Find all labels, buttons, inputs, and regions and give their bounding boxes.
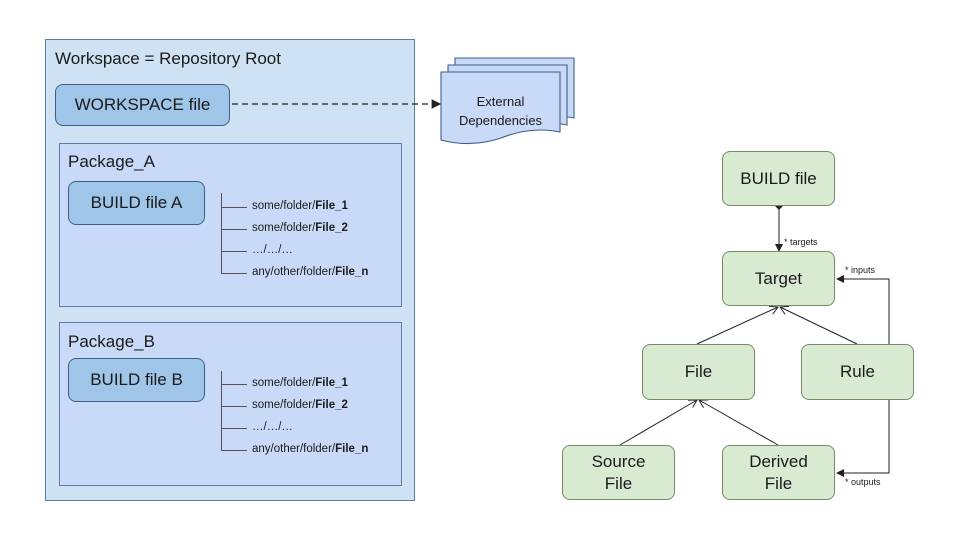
build-file-b-node[interactable]: BUILD file B <box>68 358 205 402</box>
rule-target-edge <box>780 307 858 345</box>
external-dependencies-label: External Dependencies <box>458 94 543 128</box>
rule-inputs-edge <box>836 275 890 344</box>
derived-file-edge <box>699 400 779 446</box>
targets-edge-label: * targets <box>784 237 818 247</box>
file-list-item: any/other/folder/File_n <box>252 443 369 455</box>
package-b-tree-line <box>221 371 222 451</box>
rule-node[interactable]: Rule <box>801 344 914 400</box>
file-list-item: some/folder/File_1 <box>252 200 348 212</box>
outputs-edge-label: * outputs <box>845 477 881 487</box>
package-a-title: Package_A <box>68 152 155 171</box>
package-b <box>59 322 402 486</box>
source-file-edge <box>619 400 697 446</box>
package-b-title: Package_B <box>68 332 155 351</box>
package-a <box>59 143 402 307</box>
build-file-node[interactable]: BUILD file <box>722 151 835 206</box>
package-a-tree-line <box>221 193 222 274</box>
file-node[interactable]: File <box>642 344 755 400</box>
workspace-title: Workspace = Repository Root <box>55 49 281 68</box>
file-list-item: some/folder/File_1 <box>252 377 348 389</box>
rule-outputs-edge <box>836 400 890 477</box>
file-list-item: some/folder/File_2 <box>252 222 348 234</box>
file-list-item: some/folder/File_2 <box>252 399 348 411</box>
file-list-item: …/…/… <box>252 421 293 433</box>
file-list-item: …/…/… <box>252 244 293 256</box>
external-dependencies-node <box>440 57 575 145</box>
target-node[interactable]: Target <box>722 251 835 306</box>
inputs-edge-label: * inputs <box>845 265 876 275</box>
build-file-a-node[interactable]: BUILD file A <box>68 181 205 225</box>
workspace-file-node[interactable]: WORKSPACE file <box>55 84 230 126</box>
file-list-item: any/other/folder/File_n <box>252 266 369 278</box>
file-target-edge <box>696 307 778 345</box>
